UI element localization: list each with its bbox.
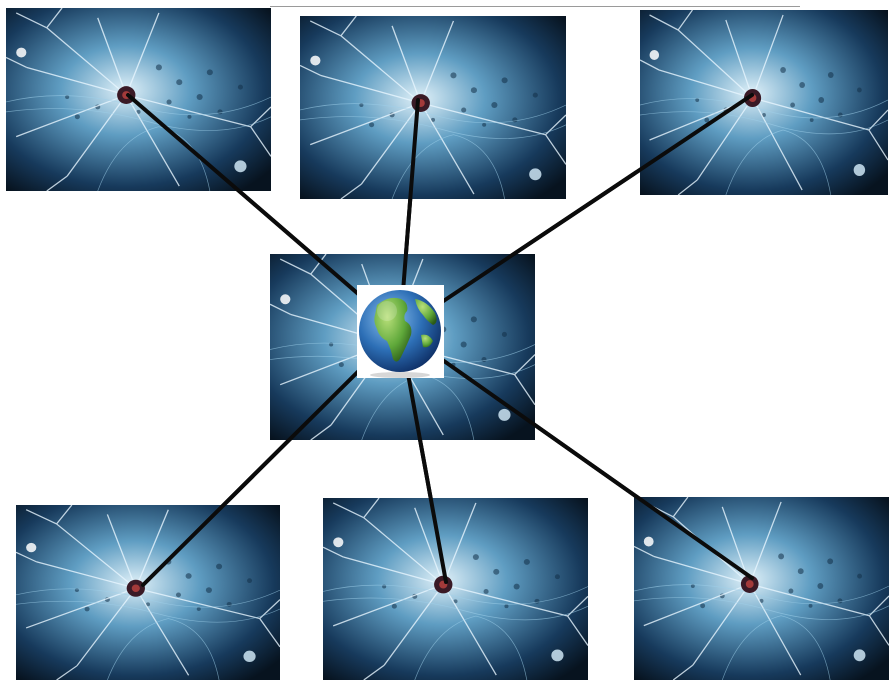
node-image-top-center xyxy=(300,16,566,199)
node-image-bottom-left xyxy=(16,505,280,680)
hub-globe xyxy=(357,285,444,378)
neural-network-image xyxy=(323,498,588,680)
neural-network-image xyxy=(640,10,888,195)
node-image-top-left xyxy=(6,8,271,191)
neural-network-image xyxy=(634,497,889,680)
node-image-bottom-right xyxy=(634,497,889,680)
neural-network-image xyxy=(16,505,280,680)
top-divider-line xyxy=(270,6,800,7)
neural-network-image xyxy=(300,16,566,199)
node-image-bottom-center xyxy=(323,498,588,680)
neural-network-image xyxy=(6,8,271,191)
node-image-top-right xyxy=(640,10,888,195)
globe-icon xyxy=(359,290,441,378)
